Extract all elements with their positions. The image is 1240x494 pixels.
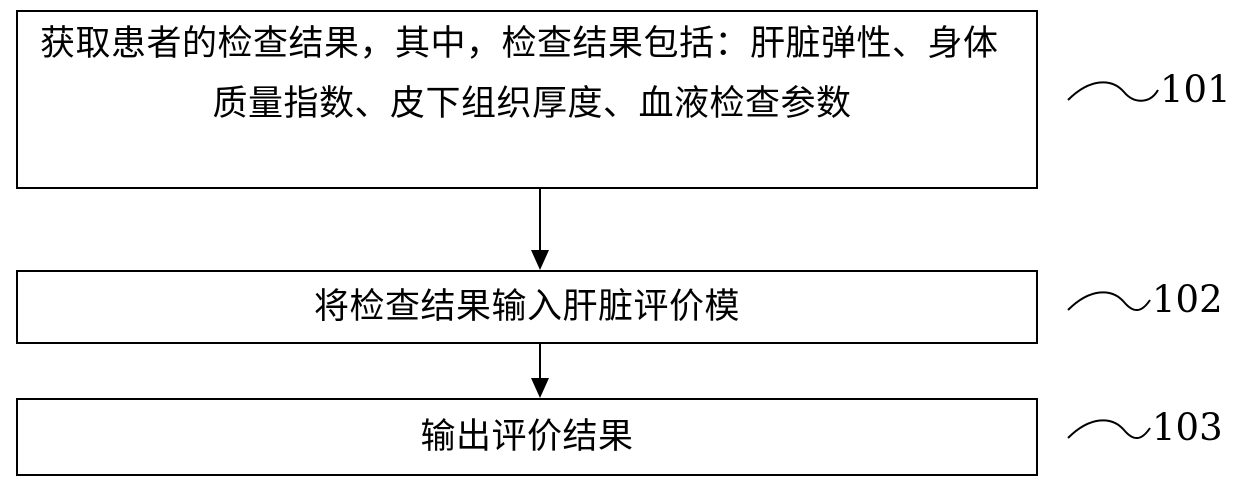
step-box-103: 输出评价结果 bbox=[16, 398, 1038, 476]
leader-101 bbox=[1068, 82, 1158, 100]
arrow-102-103-head bbox=[531, 378, 549, 398]
step-text-101: 获取患者的检查结果，其中，检查结果包括：肝脏弹性、身体质量指数、皮下组织厚度、血… bbox=[18, 12, 1036, 134]
step-text-102: 将检查结果输入肝脏评价模 bbox=[314, 277, 740, 337]
step-number-103: 103 bbox=[1152, 408, 1223, 448]
arrow-101-102-head bbox=[531, 250, 549, 270]
step-box-101: 获取患者的检查结果，其中，检查结果包括：肝脏弹性、身体质量指数、皮下组织厚度、血… bbox=[16, 10, 1038, 189]
step-text-103: 输出评价结果 bbox=[420, 407, 633, 467]
step-box-102: 将检查结果输入肝脏评价模 bbox=[16, 270, 1038, 344]
step-number-102: 102 bbox=[1152, 280, 1223, 320]
leader-103 bbox=[1068, 420, 1150, 438]
step-number-101: 101 bbox=[1160, 70, 1231, 110]
leader-102 bbox=[1068, 292, 1150, 310]
